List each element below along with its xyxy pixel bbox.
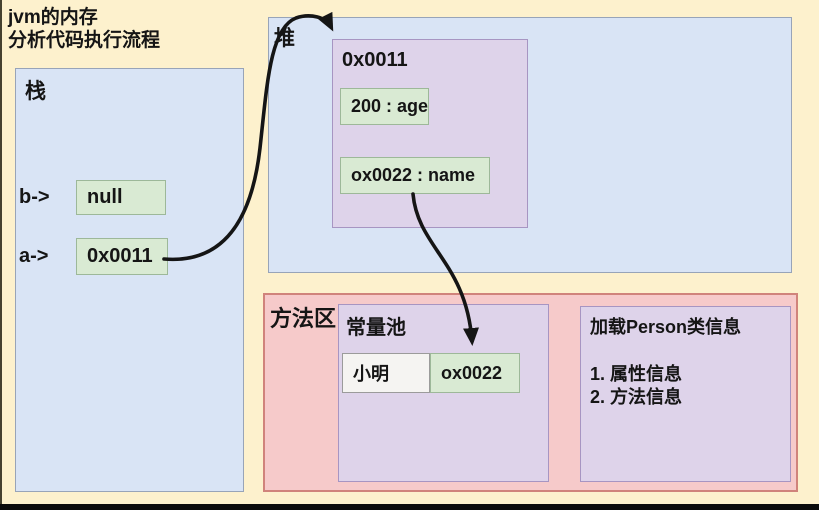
stack-var-a-value: 0x0011	[76, 238, 168, 275]
heap-object-box: 0x0011 200 : age ox0022 : name	[332, 39, 528, 228]
class-info-item-2: 2. 方法信息	[590, 387, 683, 407]
heap-label: 堆	[274, 27, 295, 50]
method-area-panel: 方法区 常量池 小明 ox0022 加载Person类信息 1. 属性信息 2.…	[263, 293, 798, 492]
stack-var-a-name: a->	[19, 245, 49, 267]
page-title: jvm的内存 分析代码执行流程	[8, 6, 160, 52]
stack-var-b: b-> null	[19, 180, 166, 215]
stack-label: 栈	[25, 80, 46, 103]
stack-var-a: a-> 0x0011	[19, 238, 168, 275]
constant-pool-entry-value: 小明	[342, 353, 430, 393]
method-area-label: 方法区	[270, 306, 337, 331]
bottom-edge-bar	[0, 504, 819, 510]
stack-var-b-value: null	[76, 180, 166, 215]
class-info-item-1: 1. 属性信息	[590, 364, 683, 384]
heap-field-name: ox0022 : name	[340, 157, 490, 194]
page-title-line1: jvm的内存	[8, 7, 98, 28]
constant-pool-box: 常量池 小明 ox0022	[338, 304, 549, 482]
heap-panel: 堆 0x0011 200 : age ox0022 : name	[268, 17, 792, 273]
left-edge-bar	[0, 0, 2, 510]
class-info-box: 加载Person类信息 1. 属性信息 2. 方法信息	[580, 306, 791, 482]
heap-field-age: 200 : age	[340, 88, 429, 125]
stack-var-b-name: b->	[19, 186, 50, 208]
constant-pool-label: 常量池	[346, 317, 406, 339]
stack-panel: 栈 b-> null a-> 0x0011	[15, 68, 244, 492]
page-title-line2: 分析代码执行流程	[8, 30, 161, 51]
class-info-title: 加载Person类信息	[590, 317, 742, 337]
constant-pool-entry-address: ox0022	[430, 353, 520, 393]
heap-object-address: 0x0011	[342, 49, 408, 71]
